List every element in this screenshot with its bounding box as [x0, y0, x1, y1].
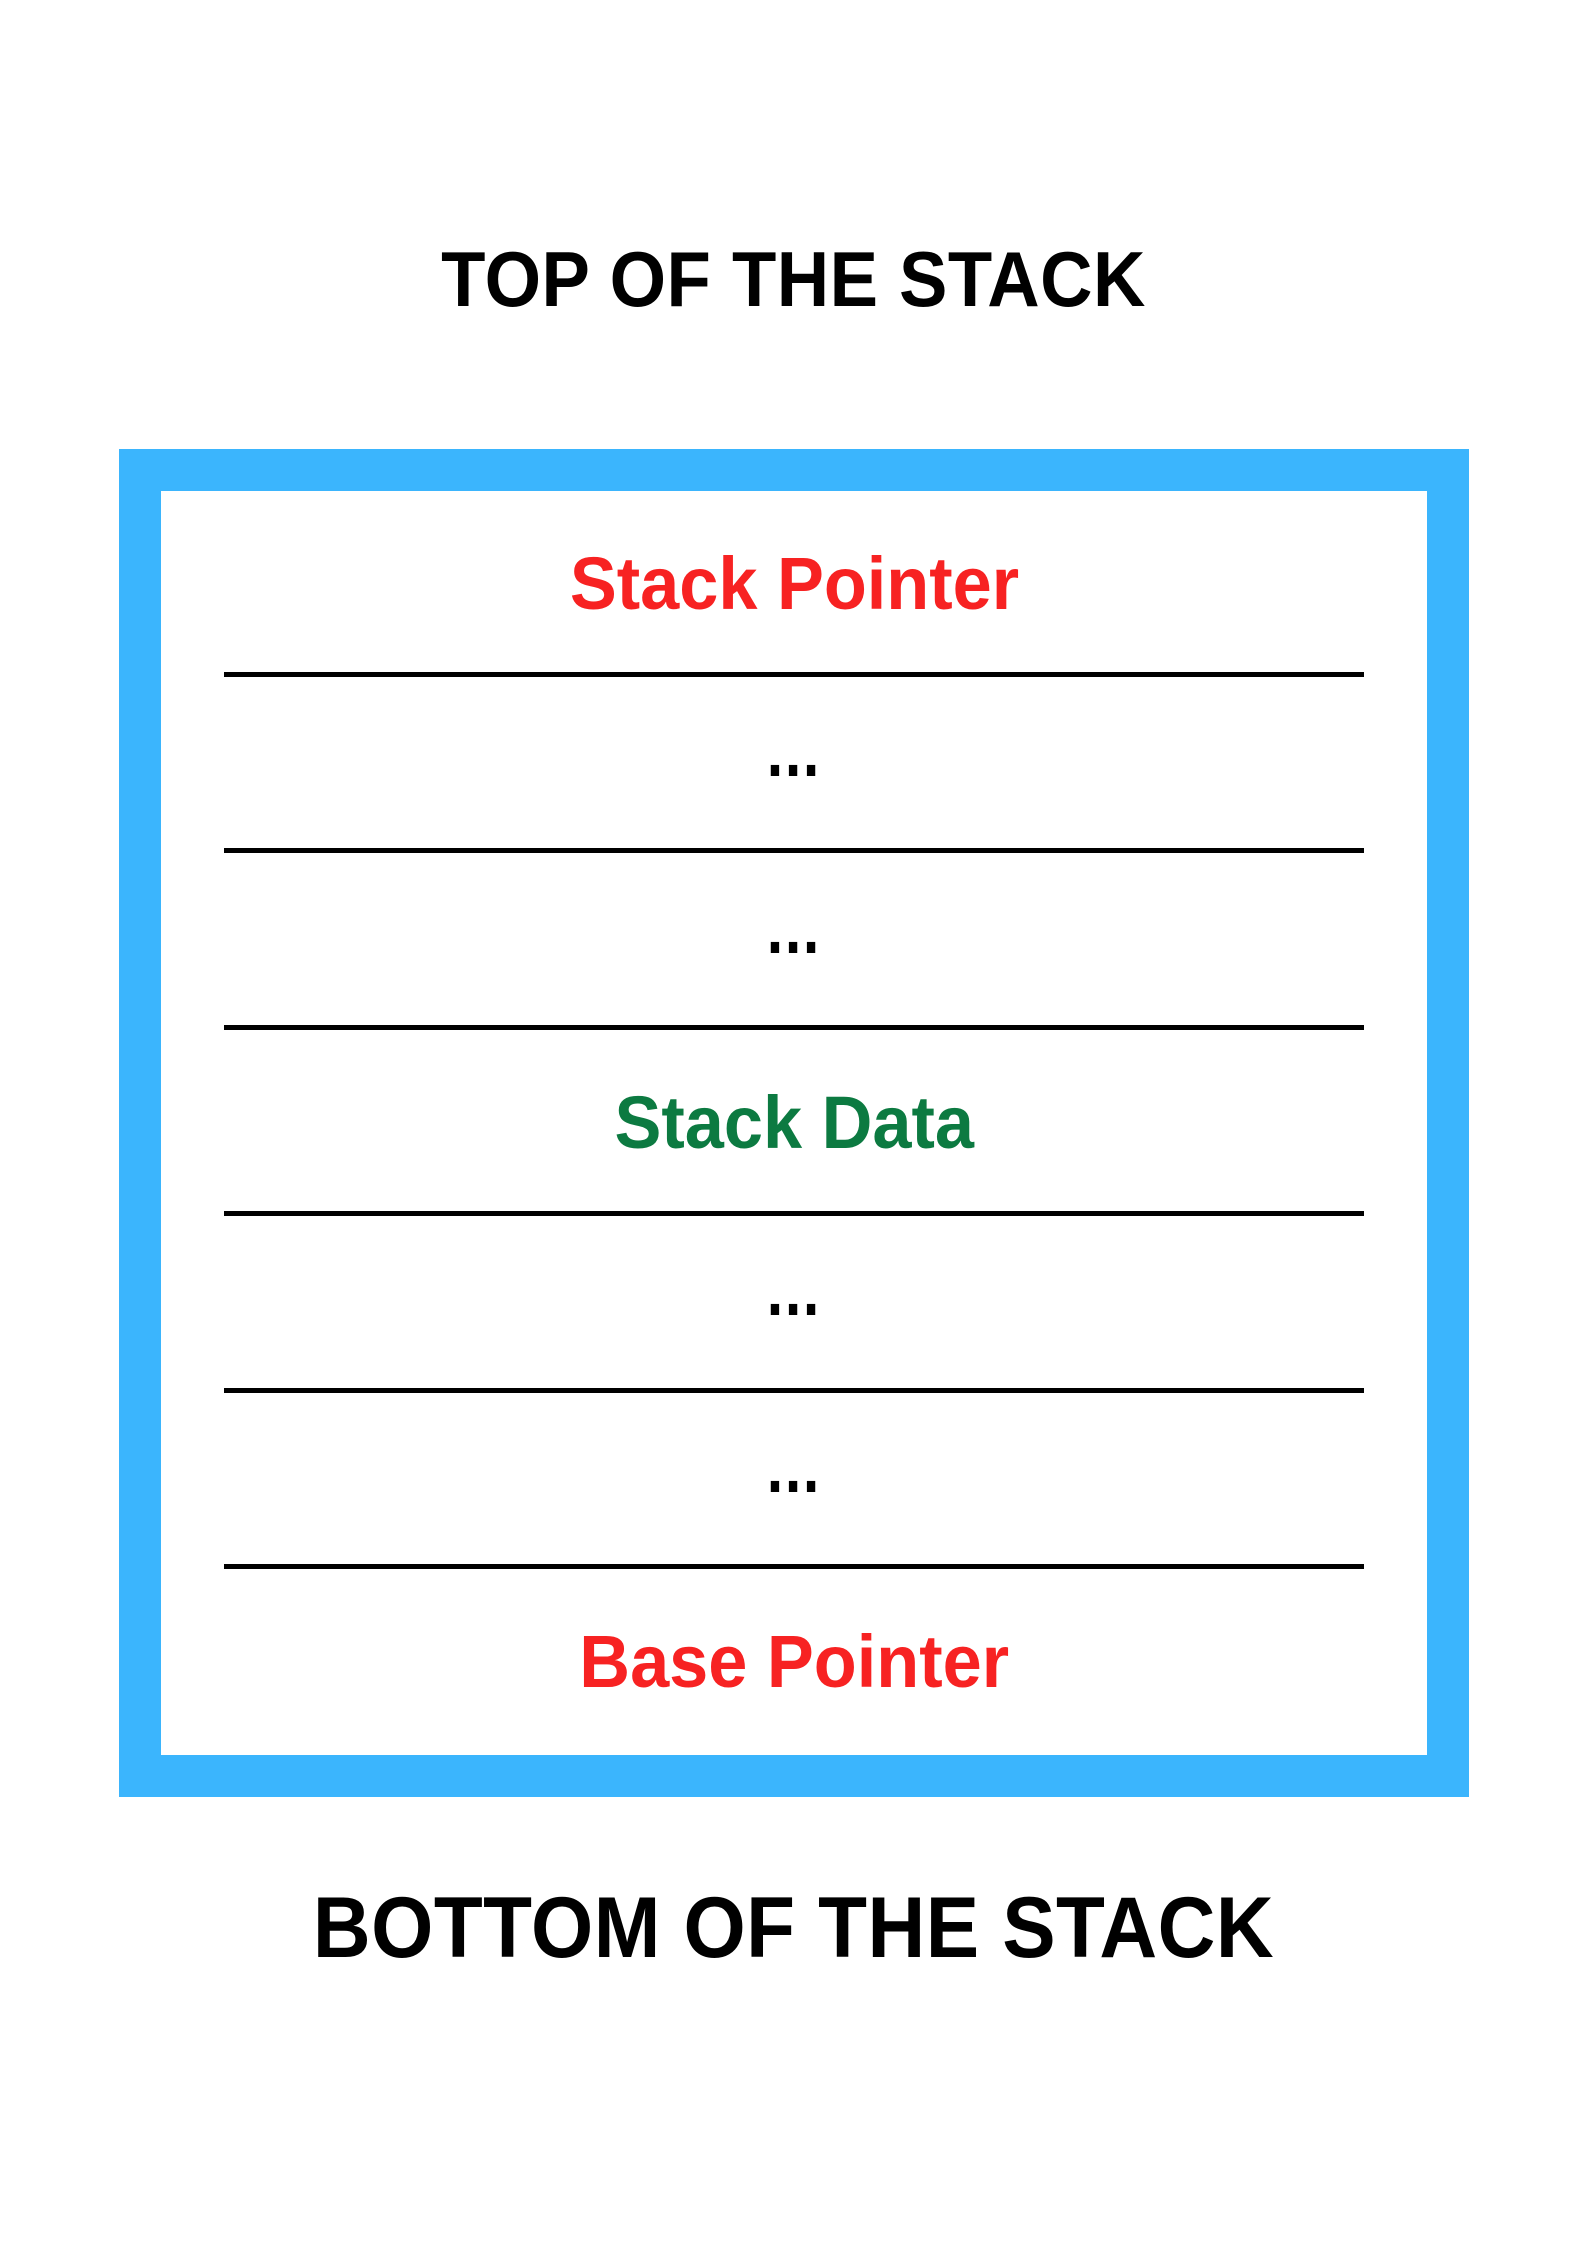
ellipsis-label: ... [766, 709, 822, 793]
stack-row: Base Pointer [224, 1569, 1364, 1755]
stack-row: ... [224, 1393, 1364, 1570]
stack-row: Stack Pointer [224, 491, 1364, 677]
stack-row: Stack Data [224, 1030, 1364, 1216]
bottom-of-stack-label: BOTTOM OF THE STACK [312, 1880, 1275, 1976]
ellipsis-label: ... [766, 1424, 822, 1508]
ellipsis-label: ... [766, 885, 822, 969]
stack-row: ... [224, 853, 1364, 1031]
stack-row: ... [224, 1216, 1364, 1393]
base-pointer-label: Base Pointer [579, 1620, 1009, 1704]
stack-pointer-label: Stack Pointer [569, 541, 1019, 625]
stack-frame: Stack Pointer ... ... Stack Data ... ... [119, 449, 1469, 1797]
row-divider [224, 1564, 1364, 1570]
stack-row: ... [224, 677, 1364, 854]
ellipsis-label: ... [766, 1248, 822, 1332]
top-of-stack-label: TOP OF THE STACK [441, 235, 1146, 323]
stack-frame-inner: Stack Pointer ... ... Stack Data ... ... [161, 491, 1427, 1755]
stack-data-label: Stack Data [614, 1081, 974, 1164]
row-divider [224, 1387, 1364, 1393]
row-divider [224, 848, 1364, 854]
row-divider [224, 1210, 1364, 1216]
row-divider [224, 671, 1364, 677]
row-divider [224, 1025, 1364, 1031]
